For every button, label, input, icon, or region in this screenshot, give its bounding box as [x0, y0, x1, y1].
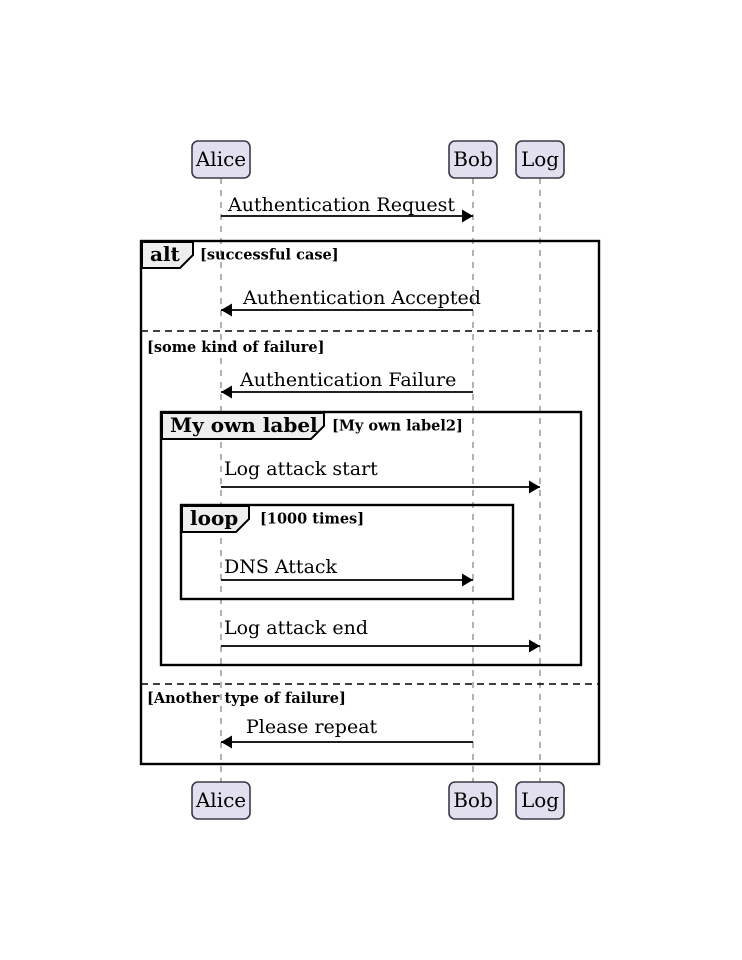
fragment-operator-tab: [141, 241, 194, 269]
participant-box[interactable]: [191, 781, 251, 820]
participant-label: Alice: [195, 788, 246, 812]
fragment-branch-guard: [Another type of failure]: [147, 690, 346, 707]
arrowhead-icon: [462, 209, 473, 223]
fragment-operator-label: alt: [150, 242, 181, 266]
participant-alice-bottom[interactable]: Alice: [191, 781, 251, 820]
participant-box[interactable]: [448, 781, 498, 820]
fragment-guard-label: [My own label2]: [332, 418, 463, 435]
arrowhead-icon: [529, 480, 540, 494]
fragment-alt: [some kind of failure] [Another type of f…: [139, 239, 601, 766]
message-m5: DNS Attack: [221, 556, 473, 587]
message-m4: Log attack start: [221, 458, 540, 494]
participant-box[interactable]: [515, 140, 565, 179]
message-label: Log attack end: [224, 617, 368, 639]
message-label: Authentication Accepted: [242, 287, 481, 309]
message-label: Log attack start: [224, 458, 378, 480]
lifelines-layer: [220, 178, 541, 782]
message-m7: Please repeat: [221, 716, 473, 749]
fragment-operator-tab: [161, 412, 325, 440]
fragment-guard-label: [successful case]: [200, 247, 339, 264]
fragment-guard-label: [1000 times]: [260, 511, 364, 528]
participant-label: Alice: [195, 147, 246, 171]
participant-box[interactable]: [515, 781, 565, 820]
participant-label: Log: [521, 788, 559, 812]
message-label: Please repeat: [246, 716, 378, 738]
fragment-border: [139, 239, 601, 766]
participant-log-bottom[interactable]: Log: [515, 781, 565, 820]
participant-box[interactable]: [448, 140, 498, 179]
fragment-border: [159, 410, 583, 667]
fragment-operator-label: My own label: [170, 413, 318, 437]
arrowhead-icon: [462, 573, 473, 587]
participant-bob-bottom[interactable]: Bob: [448, 781, 498, 820]
arrowhead-icon: [221, 385, 232, 399]
fragment-border: [179, 503, 515, 601]
message-m2: Authentication Accepted: [221, 287, 481, 317]
participant-alice-top[interactable]: Alice: [191, 140, 251, 179]
message-label: Authentication Request: [227, 194, 455, 216]
participant-box[interactable]: [191, 140, 251, 179]
message-m1: Authentication Request: [221, 194, 473, 223]
arrowhead-icon: [529, 639, 540, 653]
message-m3: Authentication Failure: [221, 369, 473, 399]
fragment-operator-label: loop: [190, 506, 238, 530]
fragment-my-own-label: My own label [My own label2]: [159, 410, 583, 667]
message-m6: Log attack end: [221, 617, 540, 653]
fragment-operator-tab: [181, 505, 250, 533]
participant-label: Bob: [453, 788, 493, 812]
participant-label: Bob: [453, 147, 493, 171]
participant-bob-top[interactable]: Bob: [448, 140, 498, 179]
fragment-branch-guard: [some kind of failure]: [147, 339, 324, 356]
fragments-layer: [some kind of failure] [Another type of f…: [139, 239, 601, 766]
participant-log-top[interactable]: Log: [515, 140, 565, 179]
message-label: Authentication Failure: [239, 369, 456, 391]
fragment-loop: loop [1000 times]: [179, 503, 515, 601]
arrowhead-icon: [221, 735, 232, 749]
message-label: DNS Attack: [224, 556, 338, 578]
arrowhead-icon: [221, 303, 232, 317]
participant-label: Log: [521, 147, 559, 171]
